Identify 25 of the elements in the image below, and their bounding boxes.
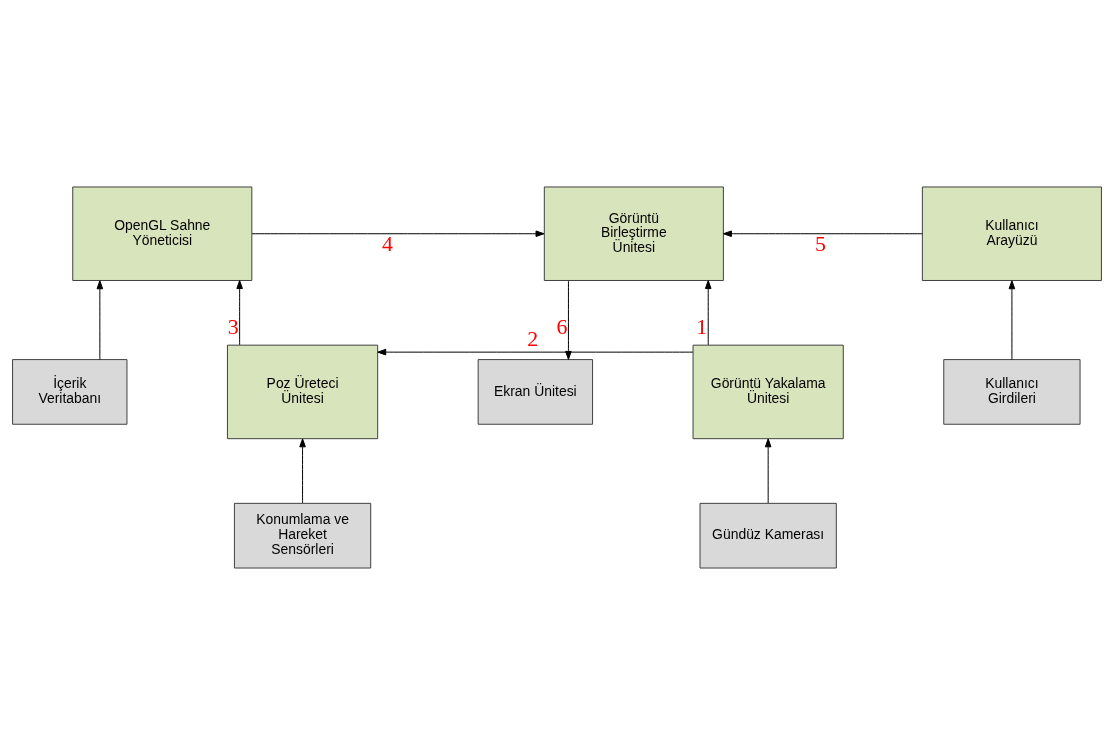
edge-label: 6 bbox=[556, 314, 568, 339]
node-box: Gündüz Kamerası bbox=[699, 502, 837, 569]
node-box: Görüntü Birleştirme Ünitesi bbox=[543, 186, 724, 281]
node-box: Görüntü Yakalama Ünitesi bbox=[692, 344, 844, 440]
edge-label: 2 bbox=[527, 326, 539, 351]
arrow bbox=[236, 280, 243, 346]
node-box: Poz Üreteci Ünitesi bbox=[226, 344, 379, 440]
node-box: Ekran Ünitesi bbox=[477, 359, 594, 425]
arrow bbox=[722, 230, 923, 237]
arrow bbox=[299, 438, 306, 504]
edge-label: 1 bbox=[696, 315, 708, 340]
node-box: OpenGL Sahne Yöneticisi bbox=[72, 186, 253, 281]
node-box: Konumlama ve Hareket Sensörleri bbox=[233, 502, 372, 569]
node-box: İçerik Veritabanı bbox=[12, 359, 128, 425]
node-box: Kullanıcı Arayüzü bbox=[921, 186, 1102, 281]
edge-label: 4 bbox=[382, 232, 394, 257]
edge-label: 5 bbox=[814, 232, 826, 257]
arrow bbox=[251, 230, 545, 237]
arrow bbox=[1008, 280, 1016, 361]
arrow bbox=[704, 280, 712, 346]
edge-label: 3 bbox=[227, 315, 239, 340]
node-box: Kullanıcı Girdileri bbox=[943, 359, 1081, 425]
arrow bbox=[96, 280, 104, 361]
arrow bbox=[377, 348, 694, 356]
arrow bbox=[764, 438, 772, 504]
